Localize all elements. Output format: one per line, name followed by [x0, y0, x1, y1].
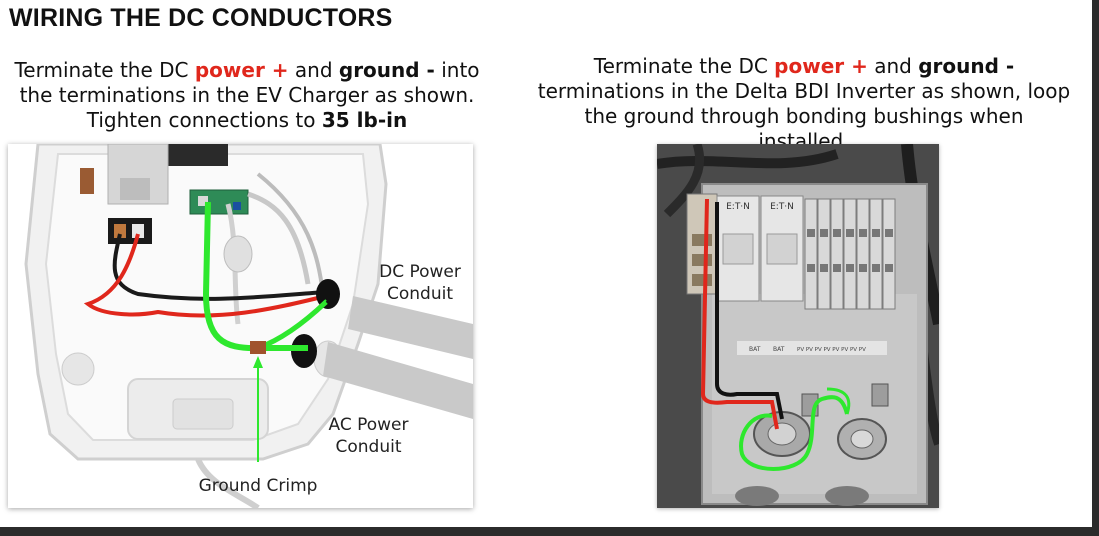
dc-power-conduit-label: DC Power Conduit	[365, 261, 473, 305]
ground-crimp-label: Ground Crimp	[198, 476, 318, 496]
ev-charger-photo: DC Power Conduit AC Power Conduit Ground…	[8, 144, 473, 508]
caption-text: into the terminations in the EV Charger …	[19, 58, 480, 132]
caption-text: terminations in the Delta BDI Inverter a…	[537, 79, 1071, 153]
inverter-photo: E:T·N E:T·N BAT BAT PV PV PV PV	[657, 144, 939, 508]
slide: WIRING THE DC CONDUCTORS Terminate the D…	[0, 0, 1092, 527]
torque-text: 35 lb-in	[321, 108, 408, 132]
label-line: Conduit	[335, 437, 402, 457]
breaker-brand: E:T·N	[726, 202, 750, 212]
terminal-label: BAT	[749, 346, 761, 353]
caption-text: Terminate the DC	[593, 54, 775, 78]
inverter-illustration: E:T·N E:T·N BAT BAT PV PV PV PV	[657, 144, 939, 508]
power-text: power +	[774, 54, 868, 78]
ev-charger-illustration	[24, 144, 473, 508]
caption-text: and	[288, 58, 339, 82]
terminal-label: PV PV PV PV PV PV PV PV	[797, 347, 866, 353]
label-line: AC Power	[328, 415, 409, 435]
power-text: power +	[194, 58, 289, 82]
ground-text: ground -	[338, 58, 435, 82]
breaker-brand: E:T·N	[770, 202, 794, 212]
right-caption: Terminate the DC power + and ground - te…	[536, 54, 1072, 154]
ground-text: ground -	[918, 54, 1015, 78]
caption-text: Terminate the DC	[14, 58, 195, 82]
caption-text: and	[867, 54, 919, 78]
page-title: WIRING THE DC CONDUCTORS	[9, 4, 393, 32]
terminal-label: BAT	[773, 346, 785, 353]
label-line: Conduit	[387, 284, 453, 304]
label-line: DC Power	[379, 262, 461, 282]
left-caption: Terminate the DC power + and ground - in…	[2, 58, 492, 133]
ac-power-conduit-label: AC Power Conduit	[316, 414, 421, 458]
